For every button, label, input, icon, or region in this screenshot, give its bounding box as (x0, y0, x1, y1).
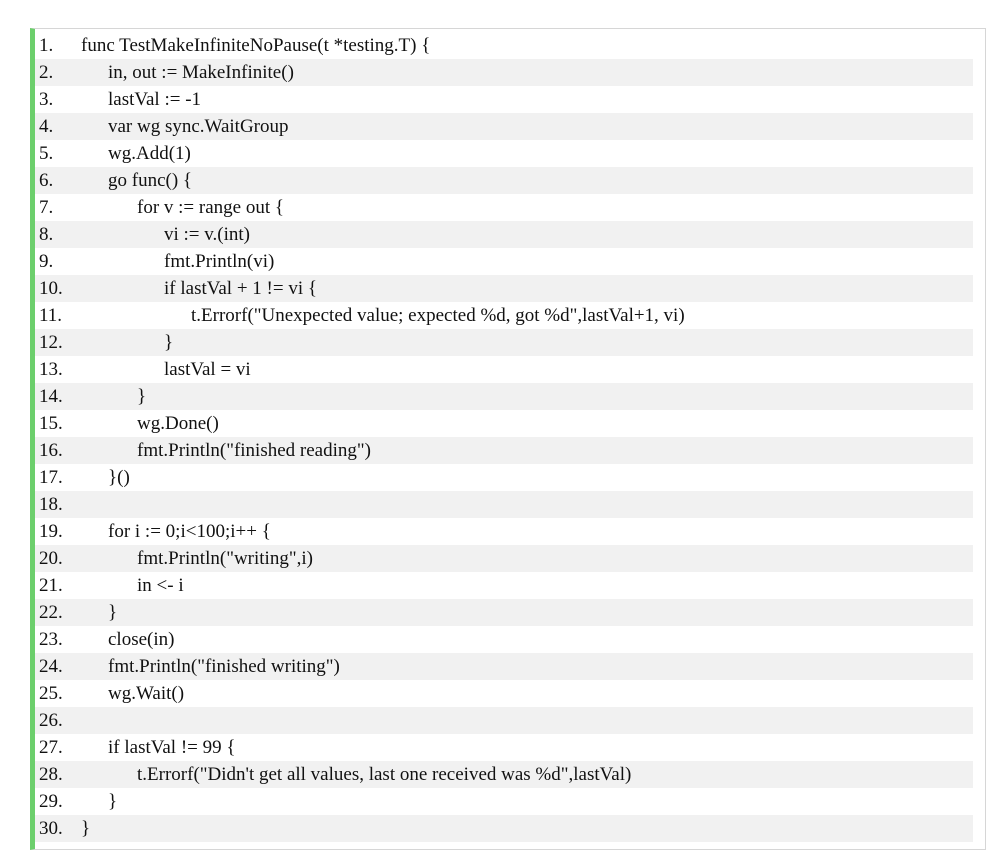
code-line: 16. fmt.Println("finished reading") (35, 437, 973, 464)
line-number: 6. (39, 170, 54, 191)
code-line: 18. (35, 491, 973, 518)
code-line: 21. in <- i (35, 572, 973, 599)
code-text: in <- i (137, 575, 184, 596)
code-line: 6. go func() { (35, 167, 973, 194)
code-text: if lastVal + 1 != vi { (164, 278, 317, 299)
line-number: 29. (39, 791, 63, 812)
line-number: 18. (39, 494, 63, 515)
line-number: 23. (39, 629, 63, 650)
code-text: fmt.Println("writing",i) (137, 548, 313, 569)
line-number: 16. (39, 440, 63, 461)
code-line: 9. fmt.Println(vi) (35, 248, 973, 275)
line-number: 5. (39, 143, 54, 164)
code-line: 7. for v := range out { (35, 194, 973, 221)
line-number: 21. (39, 575, 63, 596)
line-number: 1. (39, 35, 54, 56)
line-number: 13. (39, 359, 63, 380)
code-block: 1. func TestMakeInfiniteNoPause(t *testin… (30, 28, 986, 850)
code-line: 2. in, out := MakeInfinite() (35, 59, 973, 86)
code-text: in, out := MakeInfinite() (108, 62, 294, 83)
line-number: 30. (39, 818, 63, 839)
line-number: 15. (39, 413, 63, 434)
code-line: 13. lastVal = vi (35, 356, 973, 383)
code-text: } (164, 332, 174, 353)
code-line: 19. for i := 0;i<100;i++ { (35, 518, 973, 545)
code-line: 10. if lastVal + 1 != vi { (35, 275, 973, 302)
line-number: 9. (39, 251, 54, 272)
code-line: 29.} (35, 788, 973, 815)
code-line: 30.} (35, 815, 973, 842)
line-number: 11. (39, 305, 63, 326)
code-text: }() (108, 467, 130, 488)
code-text: } (81, 818, 91, 839)
line-number: 19. (39, 521, 63, 542)
code-line: 1. func TestMakeInfiniteNoPause(t *testin… (35, 32, 973, 59)
code-text: for v := range out { (137, 197, 284, 218)
code-line: 4. var wg sync.WaitGroup (35, 113, 973, 140)
code-text: fmt.Println("finished reading") (137, 440, 371, 461)
code-text: lastVal = vi (164, 359, 251, 380)
code-line-list: 1. func TestMakeInfiniteNoPause(t *testin… (35, 32, 973, 842)
code-line: 22.} (35, 599, 973, 626)
code-text: fmt.Println("finished writing") (108, 656, 340, 677)
line-number: 27. (39, 737, 63, 758)
code-text: } (108, 602, 118, 623)
code-line: 15. wg.Done() (35, 410, 973, 437)
code-text: } (137, 386, 147, 407)
code-line: 3. lastVal := -1 (35, 86, 973, 113)
code-line: 5. wg.Add(1) (35, 140, 973, 167)
line-number: 17. (39, 467, 63, 488)
line-number: 28. (39, 764, 63, 785)
line-number: 22. (39, 602, 63, 623)
line-number: 10. (39, 278, 63, 299)
code-line: 24. fmt.Println("finished writing") (35, 653, 973, 680)
code-line: 23. close(in) (35, 626, 973, 653)
line-number: 14. (39, 386, 63, 407)
line-number: 3. (39, 89, 54, 110)
code-text: go func() { (108, 170, 193, 191)
code-text: close(in) (108, 629, 175, 650)
line-number: 26. (39, 710, 63, 731)
code-text: t.Errorf("Didn't get all values, last on… (137, 764, 632, 785)
code-text: if lastVal != 99 { (108, 737, 236, 758)
line-number: 24. (39, 656, 63, 677)
line-number: 20. (39, 548, 63, 569)
code-line: 11. t.Errorf("Unexpected value; expected … (35, 302, 973, 329)
code-text: wg.Wait() (108, 683, 185, 704)
code-text: func TestMakeInfiniteNoPause(t *testing.… (81, 35, 431, 56)
code-line: 12.} (35, 329, 973, 356)
line-number: 25. (39, 683, 63, 704)
code-text: wg.Done() (137, 413, 219, 434)
code-line: 20. fmt.Println("writing",i) (35, 545, 973, 572)
code-text: wg.Add(1) (108, 143, 191, 164)
code-line: 26. (35, 707, 973, 734)
line-number: 8. (39, 224, 54, 245)
code-text: vi := v.(int) (164, 224, 251, 245)
code-line: 14.} (35, 383, 973, 410)
code-line: 17. }() (35, 464, 973, 491)
code-line: 28. t.Errorf("Didn't get all values, last… (35, 761, 973, 788)
code-text: for i := 0;i<100;i++ { (108, 521, 271, 542)
code-text: lastVal := -1 (108, 89, 202, 110)
line-number: 2. (39, 62, 54, 83)
code-text: var wg sync.WaitGroup (108, 116, 289, 137)
code-text: } (108, 791, 118, 812)
line-number: 7. (39, 197, 54, 218)
code-line: 27. if lastVal != 99 { (35, 734, 973, 761)
code-text: t.Errorf("Unexpected value; expected %d,… (191, 305, 685, 326)
code-text: fmt.Println(vi) (164, 251, 275, 272)
code-line: 8. vi := v.(int) (35, 221, 973, 248)
line-number: 4. (39, 116, 54, 137)
line-number: 12. (39, 332, 63, 353)
code-line: 25. wg.Wait() (35, 680, 973, 707)
